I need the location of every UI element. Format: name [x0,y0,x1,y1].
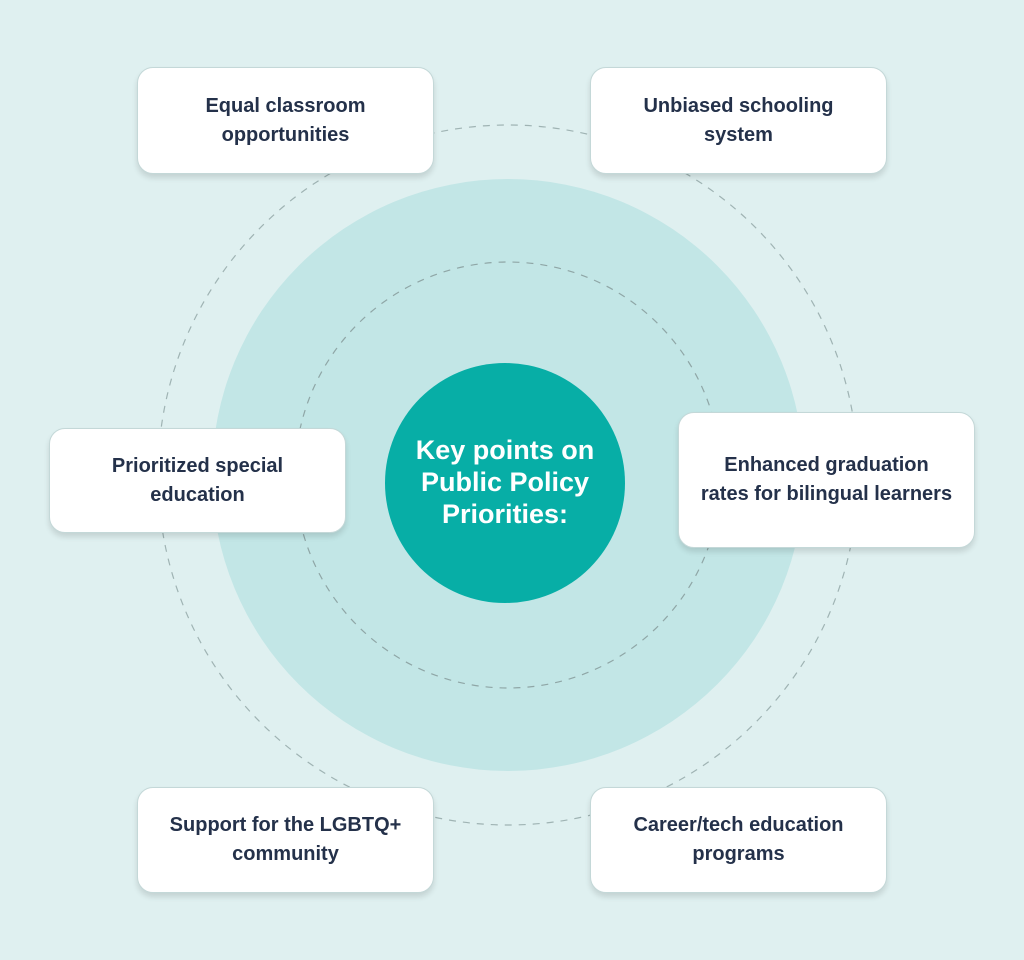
point-card-unbiased-schooling-system: Unbiased schooling system [590,67,887,174]
point-card-prioritized-special-education: Prioritized special education [49,428,346,533]
point-card-equal-classroom-opportunities: Equal classroom opportunities [137,67,434,174]
center-title: Key points on Public Policy Priorities: [385,363,625,603]
point-card-career-tech-education: Career/tech education programs [590,787,887,893]
point-card-support-lgbtq-community: Support for the LGBTQ+ community [137,787,434,893]
point-card-enhanced-graduation-rates: Enhanced graduation rates for bilingual … [678,412,975,548]
